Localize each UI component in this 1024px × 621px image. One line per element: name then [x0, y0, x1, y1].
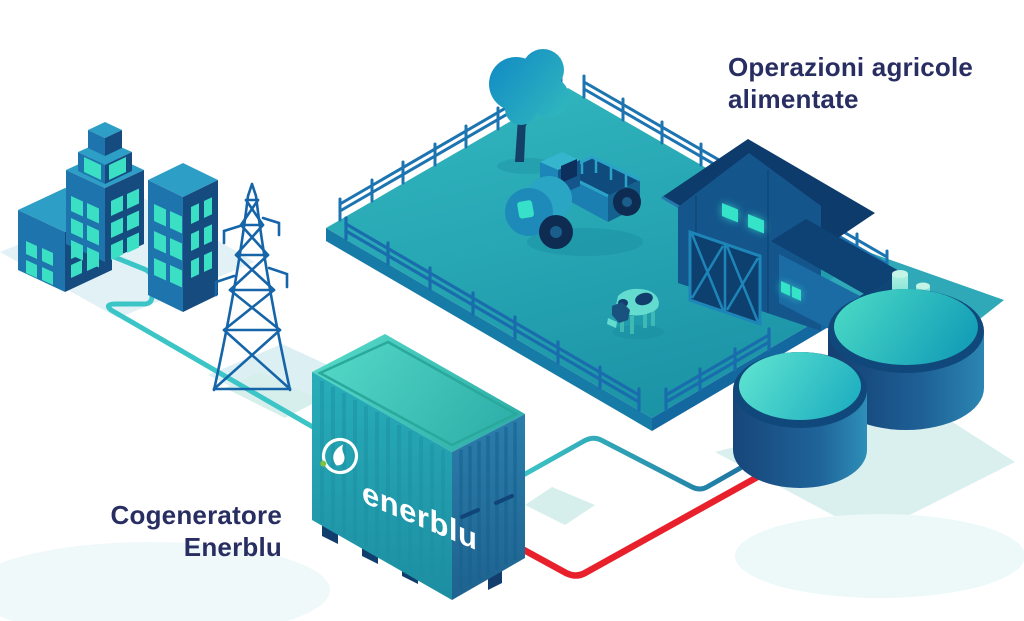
- building-windows: [84, 157, 126, 180]
- digester-front: [733, 352, 867, 488]
- cogenerator-caption: Cogeneratore Enerblu: [110, 500, 282, 562]
- barn-windows: [781, 281, 801, 301]
- heat-line: [520, 456, 792, 579]
- biogas-digesters: [733, 270, 984, 488]
- cogenerator-container: enerblu: [312, 334, 525, 600]
- digester-rear: [828, 289, 984, 430]
- container-corrugation: [320, 381, 445, 590]
- building-windows: [154, 197, 212, 288]
- cow: [607, 288, 664, 339]
- barn-door: [688, 229, 762, 327]
- flame-icon: [333, 444, 345, 466]
- tractor: [505, 152, 643, 256]
- power-pylon: [212, 182, 292, 392]
- city-buildings: [18, 122, 218, 312]
- barn-windows: [722, 203, 764, 234]
- green-dot: [320, 460, 327, 467]
- farm-caption: Operazioni agricole alimentate: [728, 52, 974, 114]
- tree: [489, 49, 569, 174]
- building-tall: [148, 163, 218, 312]
- biogas-line: [515, 435, 761, 492]
- building-tower: [66, 122, 144, 268]
- building-windows: [71, 188, 139, 268]
